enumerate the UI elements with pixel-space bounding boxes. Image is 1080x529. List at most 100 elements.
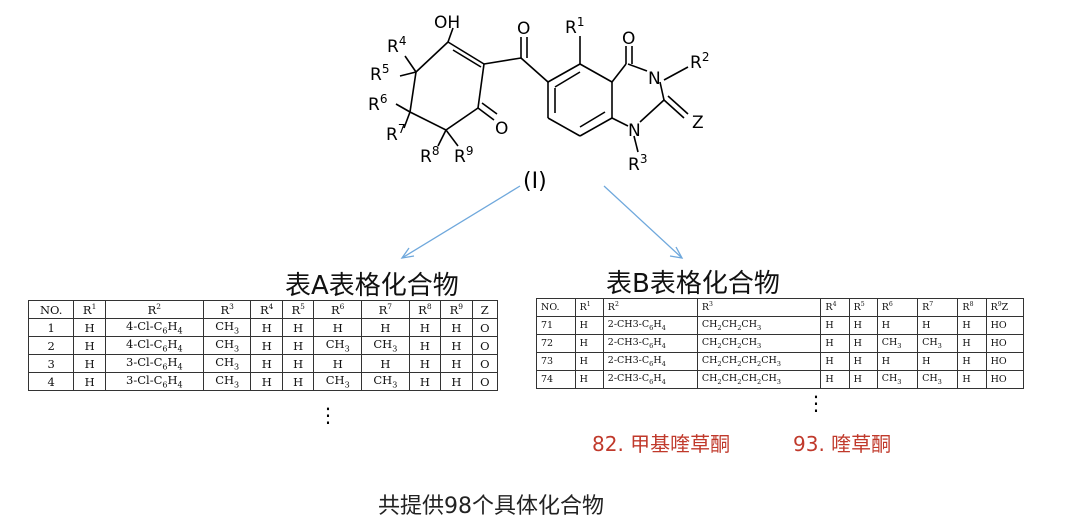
table-cell: H — [313, 354, 363, 373]
table-cell: 4-Cl-C6H4 — [104, 336, 204, 355]
chemical-structure: OH O O O R1 R2 R3 R4 R5 R6 R7 R8 R9 N N … — [368, 13, 709, 194]
table-cell: H — [408, 372, 442, 391]
table-cell: H — [917, 352, 959, 371]
table-cell: H — [281, 372, 315, 391]
table-cell: 2-CH3-C6H4 — [602, 334, 698, 353]
table-cell: H — [250, 354, 283, 373]
table-cell: H — [574, 370, 604, 389]
tableA-header-cell: R9 — [440, 300, 473, 319]
atom-r5: R5 — [370, 62, 389, 85]
table-cell: H — [848, 334, 878, 353]
atom-r8: R8 — [420, 144, 439, 167]
table-cell: 2-CH3-C6H4 — [602, 370, 698, 389]
atom-r2: R2 — [690, 50, 709, 73]
table-cell: H — [574, 352, 604, 371]
tableB-header-cell: R8 — [957, 298, 987, 317]
tableA-header-cell: R7 — [361, 300, 410, 319]
atom-n2: N — [628, 121, 641, 141]
table-cell: 4-Cl-C6H4 — [104, 318, 204, 337]
table-cell: H — [820, 352, 850, 371]
table-cell: H — [440, 318, 473, 337]
table-cell: H — [73, 318, 106, 337]
table-cell: HO — [985, 334, 1025, 353]
structure-atom-labels: OH O O O R1 R2 R3 R4 R5 R6 R7 R8 R9 N N … — [368, 13, 709, 175]
atom-r3: R3 — [628, 152, 647, 175]
table-cell: 2 — [27, 336, 75, 355]
table-cell: H — [848, 352, 878, 371]
atom-r9: R9 — [454, 144, 473, 167]
table-cell: O — [471, 318, 499, 337]
table-cell: HO — [985, 316, 1025, 335]
table-cell: CH3 — [202, 372, 252, 391]
tableA-header-cell: R2 — [104, 300, 204, 319]
tableB-header-cell: R3 — [696, 298, 822, 317]
table-cell: H — [820, 316, 850, 335]
table-cell: 3 — [27, 354, 75, 373]
footer-note: 共提供98个具体化合物 — [378, 494, 604, 519]
table-cell: H — [574, 334, 604, 353]
tableA-header-cell: R5 — [281, 300, 315, 319]
table-cell: H — [281, 336, 315, 355]
table-cell: H — [361, 354, 410, 373]
tableB-header-cell: R9Z — [985, 298, 1025, 317]
table-cell: O — [471, 336, 499, 355]
tableB-header-cell: NO. — [536, 298, 576, 317]
table-cell: CH3 — [361, 372, 410, 391]
table-cell: CH3 — [202, 336, 252, 355]
table-cell: H — [440, 354, 473, 373]
table-cell: CH3 — [917, 370, 959, 389]
tableA-header-cell: R6 — [313, 300, 363, 319]
table-cell: CH3 — [876, 334, 919, 353]
table-cell: 3-Cl-C6H4 — [104, 372, 204, 391]
tableA-header-cell: Z — [471, 300, 499, 319]
tableA-header-cell: R4 — [250, 300, 283, 319]
table-cell: H — [820, 334, 850, 353]
table-b-title: 表B表格化合物 — [606, 269, 780, 299]
structure-bonds — [395, 27, 689, 153]
table-cell: 2-CH3-C6H4 — [602, 316, 698, 335]
table-cell: CH3 — [202, 318, 252, 337]
atom-oh: OH — [434, 13, 460, 33]
tableA-header-cell: R8 — [408, 300, 442, 319]
table-cell: H — [917, 316, 959, 335]
table-cell: H — [250, 336, 283, 355]
table-cell: 1 — [27, 318, 75, 337]
ellipsis-a: ⋮ — [318, 403, 338, 427]
table-cell: H — [957, 334, 987, 353]
tableB-header-cell: R7 — [917, 298, 959, 317]
table-cell: 71 — [536, 316, 576, 335]
table-cell: O — [471, 372, 499, 391]
table-cell: CH3 — [313, 336, 363, 355]
table-cell: CH3 — [202, 354, 252, 373]
structure-label: (Ⅰ) — [523, 169, 547, 194]
compound-82: 82. 甲基喹草酮 — [592, 432, 731, 456]
table-cell: O — [471, 354, 499, 373]
table-cell: H — [957, 352, 987, 371]
table-cell: H — [408, 336, 442, 355]
table-cell: H — [848, 316, 878, 335]
table-cell: HO — [985, 370, 1025, 389]
table-cell: HO — [985, 352, 1025, 371]
table-cell: CH3 — [917, 334, 959, 353]
tableB-header-cell: R5 — [848, 298, 878, 317]
table-cell: H — [848, 370, 878, 389]
tableB-header-cell: R1 — [574, 298, 604, 317]
table-cell: H — [574, 316, 604, 335]
atom-r7: R7 — [386, 122, 405, 145]
table-cell: H — [73, 354, 106, 373]
table-cell: CH3 — [361, 336, 410, 355]
table-cell: H — [73, 372, 106, 391]
table-cell: H — [408, 354, 442, 373]
table-cell: H — [281, 354, 315, 373]
tableA-header-cell: R1 — [73, 300, 106, 319]
table-cell: CH3 — [313, 372, 363, 391]
atom-r4: R4 — [387, 34, 406, 57]
table-cell: H — [957, 316, 987, 335]
